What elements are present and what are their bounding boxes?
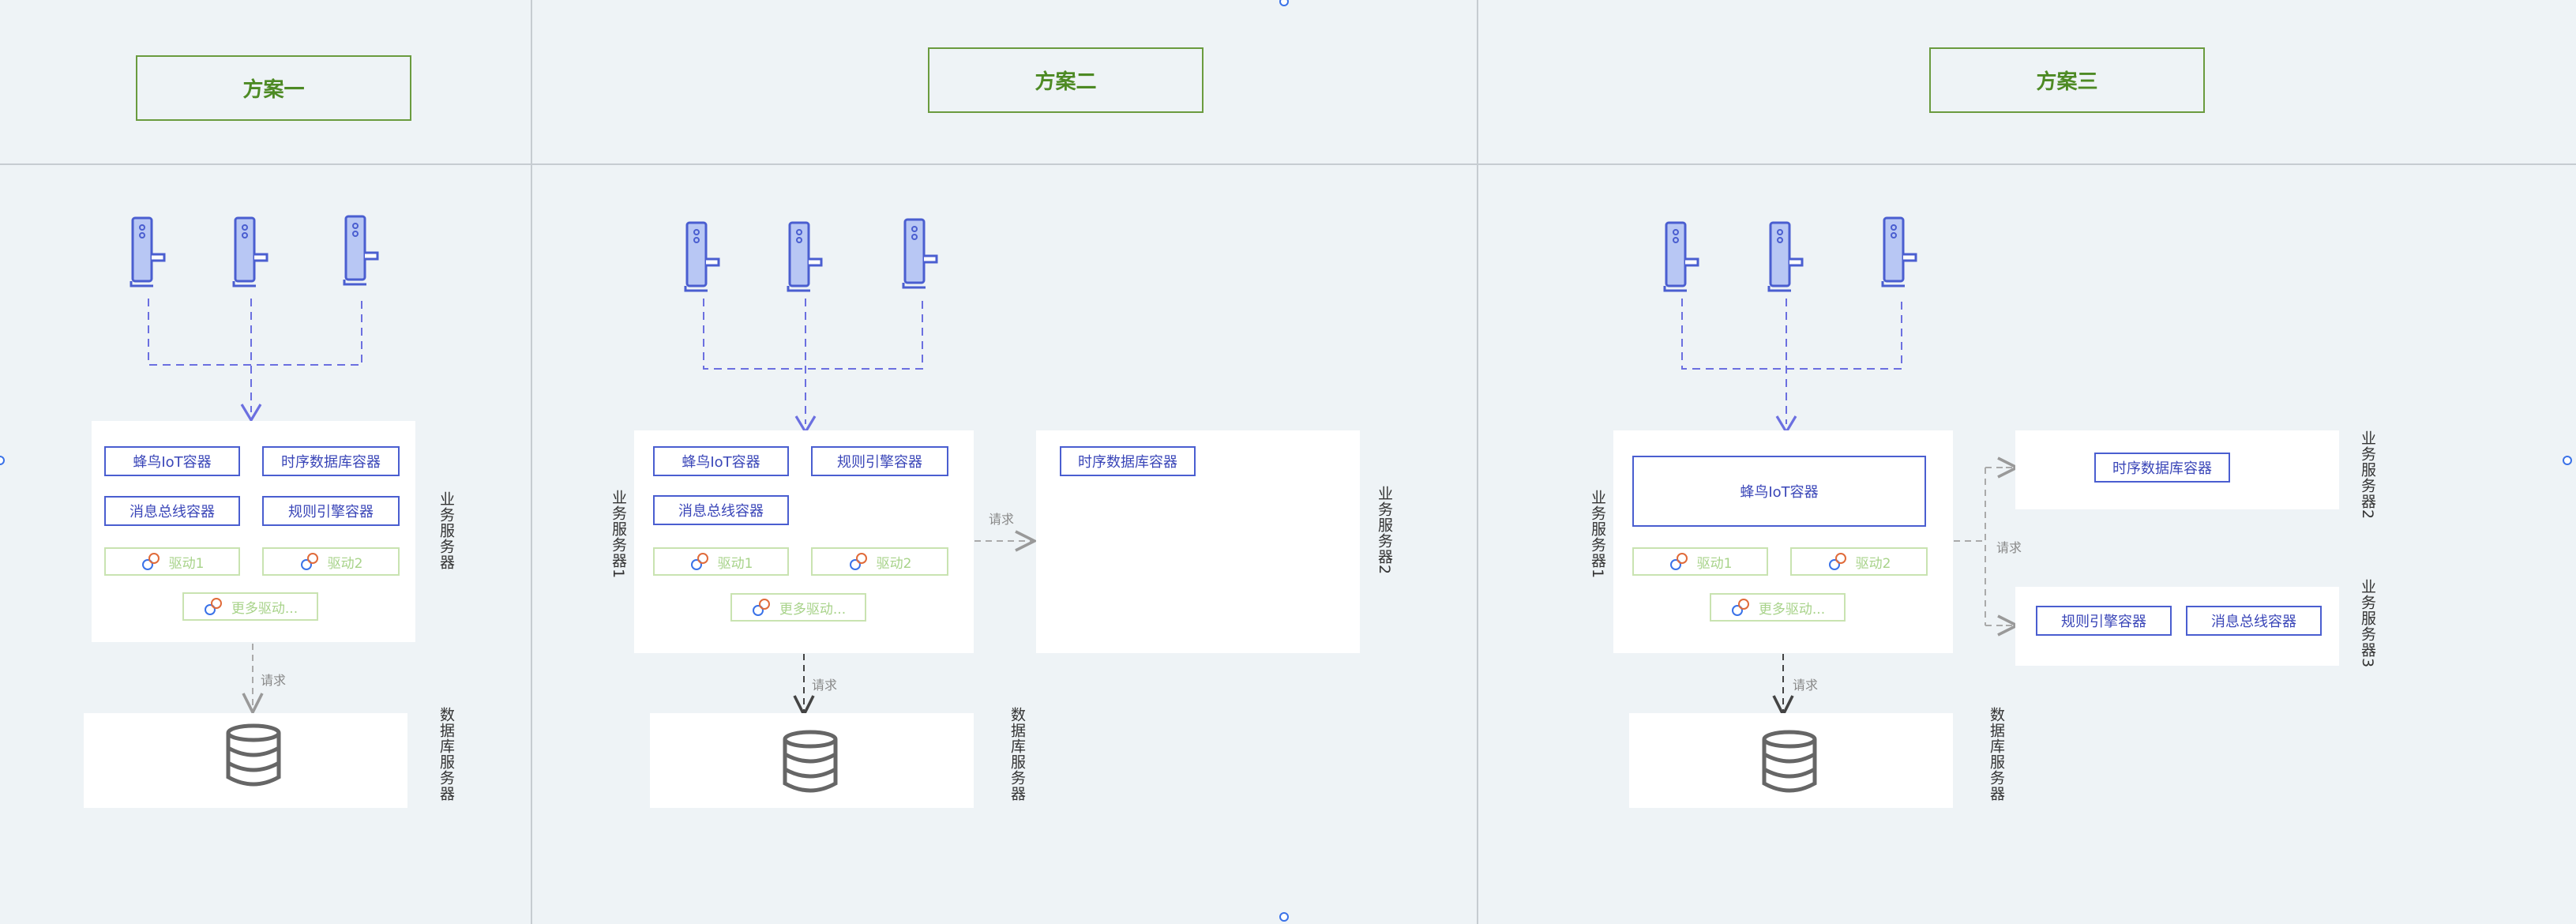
database-icon: [226, 723, 281, 787]
more-drivers-box[interactable]: 更多驱动...: [182, 592, 318, 621]
business-server-3-panel[interactable]: 规则引擎容器 消息总线容器: [2015, 587, 2339, 666]
scheme1-title[interactable]: 方案一: [136, 55, 411, 121]
database-server-panel[interactable]: [84, 713, 407, 808]
plug-icon: [752, 599, 770, 616]
database-icon: [1762, 730, 1817, 793]
tsdb-container[interactable]: 时序数据库容器: [1060, 446, 1196, 476]
server-label: 业务服务器: [437, 491, 455, 570]
rule-engine-container[interactable]: 规则引擎容器: [262, 496, 400, 526]
db-server-label: 数据库服务器: [1988, 707, 2005, 802]
iot-device-icon: [1663, 221, 1699, 292]
tsdb-container[interactable]: 时序数据库容器: [262, 446, 400, 476]
iot-device-icon: [1767, 221, 1804, 292]
request-label: 请求: [1996, 540, 2022, 555]
iot-device-icon: [130, 216, 166, 287]
driver-label: 更多驱动...: [231, 600, 299, 617]
iot-container[interactable]: 蜂鸟IoT容器: [653, 446, 789, 476]
iot-device-icon: [232, 216, 268, 287]
iot-device-icon: [1881, 216, 1917, 287]
server2-label: 业务服务器2: [1376, 486, 1393, 576]
tsdb-container[interactable]: 时序数据库容器: [2094, 453, 2230, 483]
rule-engine-container[interactable]: 规则引擎容器: [2036, 606, 2172, 636]
request-label: 请求: [812, 678, 838, 693]
business-server-2-panel[interactable]: 时序数据库容器: [1036, 430, 1360, 653]
plug-icon: [204, 598, 222, 615]
message-bus-container[interactable]: 消息总线容器: [104, 496, 240, 526]
plug-icon: [300, 553, 318, 570]
request-label: 请求: [1793, 678, 1819, 693]
selection-handle-right[interactable]: [2563, 456, 2572, 465]
driver-label: 更多驱动...: [1758, 601, 1826, 618]
database-icon: [783, 730, 838, 793]
driver-label: 驱动1: [1696, 555, 1733, 572]
rule-engine-container[interactable]: 规则引擎容器: [811, 446, 948, 476]
server-label: 业务服务器1: [610, 490, 627, 580]
plug-icon: [1828, 553, 1846, 570]
driver-label: 驱动1: [717, 555, 753, 572]
server3-label: 业务服务器3: [2359, 579, 2376, 669]
more-drivers-box[interactable]: 更多驱动...: [730, 593, 866, 622]
driver-label: 更多驱动...: [779, 601, 847, 618]
device-bus-line: [703, 299, 923, 370]
device-bus-line: [1681, 299, 1902, 370]
driver-box[interactable]: 驱动1: [1632, 547, 1768, 576]
iot-device-icon: [684, 221, 720, 292]
business-server-1-panel[interactable]: 蜂鸟IoT容器 规则引擎容器 消息总线容器 驱动1 驱动2 更多驱动...: [634, 430, 974, 653]
iot-container[interactable]: 蜂鸟IoT容器: [104, 446, 240, 476]
business-server-panel[interactable]: 蜂鸟IoT容器 时序数据库容器 消息总线容器 规则引擎容器 驱动1 驱动2 更多…: [92, 421, 415, 642]
driver-label: 驱动2: [327, 555, 363, 572]
driver-label: 驱动2: [1855, 555, 1891, 572]
plug-icon: [1731, 599, 1749, 616]
device-bus-line: [148, 299, 362, 366]
plug-icon: [690, 553, 708, 570]
driver-box[interactable]: 驱动1: [104, 547, 240, 576]
message-bus-container[interactable]: 消息总线容器: [653, 495, 789, 525]
driver-box[interactable]: 驱动2: [262, 547, 400, 576]
server-label: 业务服务器1: [1589, 490, 1606, 580]
column-divider: [1477, 0, 1478, 924]
driver-label: 驱动1: [168, 555, 205, 572]
driver-label: 驱动2: [876, 555, 912, 572]
message-bus-container[interactable]: 消息总线容器: [2186, 606, 2322, 636]
db-server-label: 数据库服务器: [437, 707, 455, 802]
scheme2-title[interactable]: 方案二: [928, 47, 1204, 113]
column-divider: [531, 0, 532, 924]
database-server-panel[interactable]: [1629, 713, 1953, 808]
driver-box[interactable]: 驱动1: [653, 547, 789, 576]
business-server-1-panel[interactable]: 蜂鸟IoT容器 驱动1 驱动2 更多驱动...: [1613, 430, 1953, 653]
selection-handle-left[interactable]: [0, 456, 5, 465]
selection-handle-top[interactable]: [1279, 0, 1289, 6]
request-label: 请求: [989, 512, 1015, 527]
driver-box[interactable]: 驱动2: [811, 547, 948, 576]
plug-icon: [849, 553, 867, 570]
iot-device-icon: [787, 221, 823, 292]
db-server-label: 数据库服务器: [1008, 707, 1026, 802]
server2-label: 业务服务器2: [2359, 430, 2376, 520]
driver-box[interactable]: 驱动2: [1790, 547, 1928, 576]
selection-handle-bottom[interactable]: [1279, 912, 1289, 922]
iot-device-icon: [343, 215, 379, 286]
request-label: 请求: [261, 673, 287, 688]
business-server-2-panel[interactable]: 时序数据库容器: [2015, 430, 2339, 509]
row-divider: [0, 163, 2576, 165]
plug-icon: [1669, 553, 1688, 570]
iot-device-icon: [902, 218, 938, 289]
plug-icon: [141, 553, 160, 570]
more-drivers-box[interactable]: 更多驱动...: [1710, 593, 1846, 622]
scheme3-title[interactable]: 方案三: [1929, 47, 2205, 113]
database-server-panel[interactable]: [650, 713, 974, 808]
iot-container[interactable]: 蜂鸟IoT容器: [1632, 456, 1926, 527]
